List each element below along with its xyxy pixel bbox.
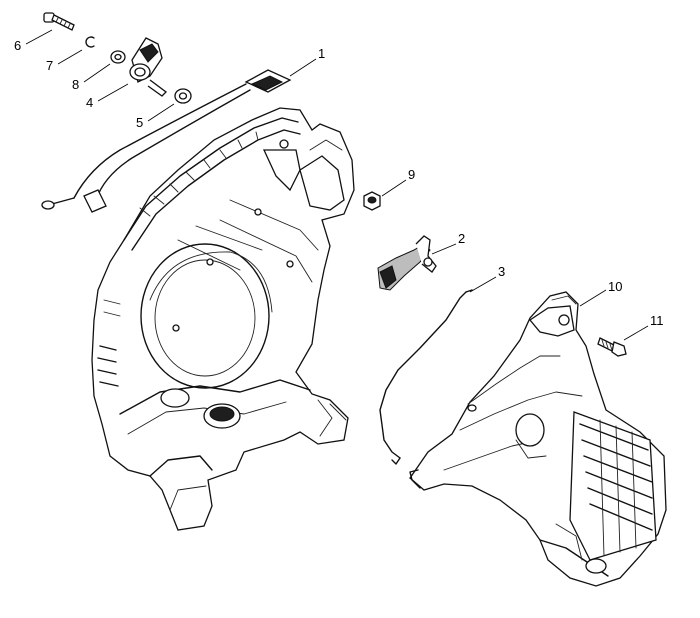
bolt-icon — [597, 337, 627, 357]
svg-text:9: 9 — [408, 167, 415, 182]
blower-housing-icon — [91, 107, 355, 531]
washer-icon-5 — [174, 88, 192, 104]
snap-ring-icon — [85, 36, 95, 48]
callout-10: 10 — [579, 279, 622, 307]
callout-11: 11 — [623, 313, 664, 341]
wire-clamp-icon — [129, 37, 167, 97]
svg-text:11: 11 — [650, 313, 664, 328]
callout-8: 8 — [72, 63, 111, 92]
svg-text:3: 3 — [498, 264, 505, 279]
throttle-trigger-icon — [377, 235, 437, 291]
svg-text:7: 7 — [46, 58, 53, 73]
engine-cover-icon — [409, 291, 667, 587]
washer-icon-8 — [110, 50, 126, 64]
svg-text:10: 10 — [608, 279, 622, 294]
screw-icon — [43, 12, 75, 31]
callout-4: 4 — [86, 83, 129, 110]
ignition-wire-icon — [41, 69, 292, 213]
callout-9: 9 — [381, 167, 415, 197]
callout-5: 5 — [136, 103, 175, 130]
svg-text:5: 5 — [136, 115, 143, 130]
svg-text:8: 8 — [72, 77, 79, 92]
callout-3: 3 — [469, 264, 505, 293]
nut-icon — [363, 191, 381, 211]
callout-2: 2 — [431, 231, 465, 255]
svg-text:2: 2 — [458, 231, 465, 246]
throttle-rod-icon — [379, 289, 473, 465]
svg-text:6: 6 — [14, 38, 21, 53]
callout-7: 7 — [46, 49, 83, 73]
svg-text:1: 1 — [318, 46, 325, 61]
callout-1: 1 — [289, 46, 325, 77]
svg-text:4: 4 — [86, 95, 93, 110]
callout-6: 6 — [14, 29, 53, 53]
